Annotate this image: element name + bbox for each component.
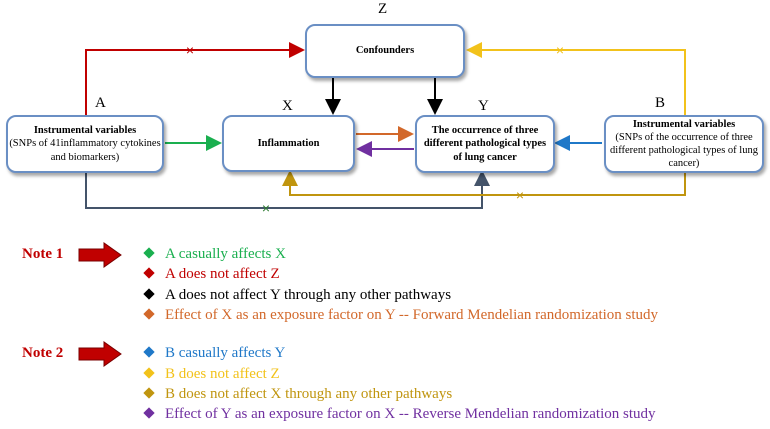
lung-cancer-title: The occurrence of three different pathol… [423,125,547,163]
label-z: Z [378,1,388,17]
note-1-item-text: A casually affects X [165,246,286,262]
note-1-item-text: A does not affect Z [165,266,280,282]
note-2-item-text: Effect of Y as an exposure factor on X -… [165,406,656,422]
note-1-item: A does not affect Y through any other pa… [143,287,452,304]
note-1-arrow-icon [78,242,122,268]
instrumental-variables-a-box: Instrumental variables (SNPs of 41inflam… [6,115,164,173]
note-2-item: B casually affects Y [143,345,286,362]
note-1-label: Note 1 [22,246,64,262]
instrument-a-title: Instrumental variables [33,125,137,137]
note-2-item-text: B does not affect Z [165,366,280,382]
note-1-item: Effect of X as an exposure factor on Y -… [143,307,659,324]
note-2-item-text: B casually affects Y [165,345,286,361]
note-1-item-text: A does not affect Y through any other pa… [165,287,452,303]
note-2-item: B does not affect X through any other pa… [143,386,453,403]
orange-diamond-icon [143,308,155,320]
confounders-title: Confounders [355,45,415,57]
inflammation-title: Inflammation [257,137,320,149]
label-a: A [95,95,106,111]
instrument-b-subtitle: (SNPs of the occurrence of three differe… [610,131,758,170]
black-diamond-icon [143,288,155,300]
red-diamond-icon [143,267,155,279]
note-2-item: B does not affect Z [143,366,280,383]
purple-diamond-icon [143,407,155,419]
yellow-diamond-icon [143,367,155,379]
note-2-label: Note 2 [22,345,64,361]
note-2-arrow-icon [78,341,122,367]
instrument-b-title: Instrumental variables [632,118,736,130]
note-1-item: A does not affect Z [143,266,280,283]
instrument-a-subtitle: (SNPs of 41inflammatory cytokines and bi… [9,138,161,163]
blocked-mark-a-y: × [262,200,270,216]
arrow-a-to-z [85,42,305,115]
label-x: X [282,98,293,114]
label-b: B [655,95,666,111]
arrow-b-to-z [466,42,686,115]
blocked-mark-b-x: × [516,187,524,203]
lung-cancer-box: The occurrence of three different pathol… [415,115,555,173]
arrow-a-to-y [85,170,490,209]
confounders-box: Confounders [305,24,465,78]
note-2-item: Effect of Y as an exposure factor on X -… [143,406,656,423]
blocked-mark-a-z: × [186,42,194,58]
arrow-b-to-x [282,170,686,196]
gold-diamond-icon [143,387,155,399]
blocked-mark-b-z: × [556,42,564,58]
blue-diamond-icon [143,346,155,358]
instrumental-variables-b-box: Instrumental variables (SNPs of the occu… [604,115,764,173]
green-diamond-icon [143,247,155,259]
note-2-item-text: B does not affect X through any other pa… [165,386,453,402]
inflammation-box: Inflammation [222,115,355,172]
label-y: Y [478,98,489,114]
note-1-item: A casually affects X [143,246,286,263]
note-1-item-text: Effect of X as an exposure factor on Y -… [165,307,659,323]
